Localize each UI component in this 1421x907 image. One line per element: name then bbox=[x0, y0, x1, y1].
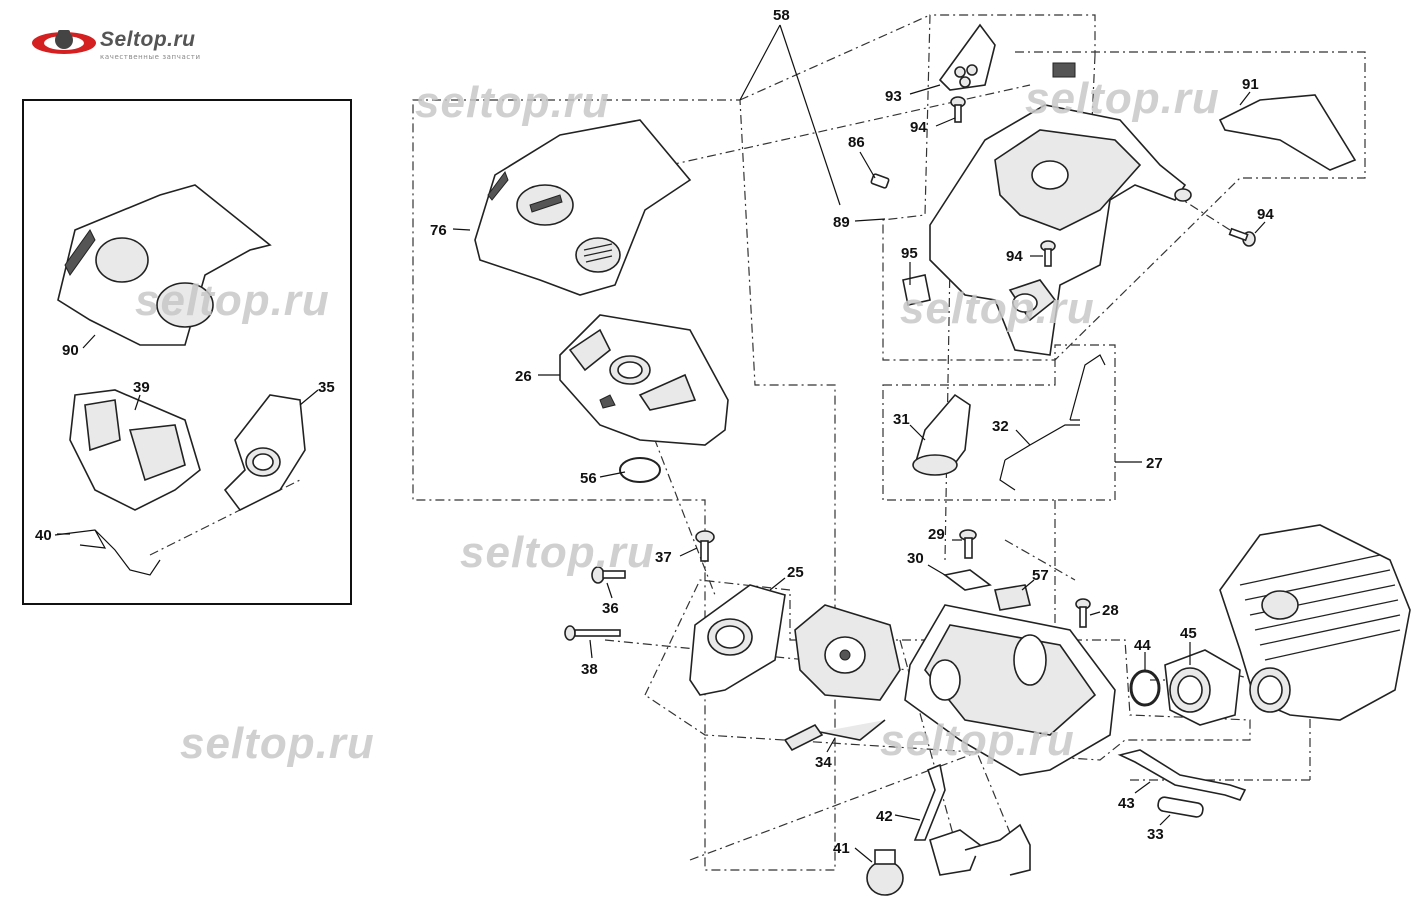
callout-44: 44 bbox=[1134, 637, 1151, 654]
part-cylinder[interactable] bbox=[1219, 524, 1411, 721]
part-39-filter-element[interactable] bbox=[69, 389, 201, 511]
part-56-o-ring[interactable] bbox=[619, 457, 661, 483]
callout-45: 45 bbox=[1180, 625, 1197, 642]
watermark: seltop.ru bbox=[460, 528, 655, 577]
part-38-bolt[interactable] bbox=[564, 625, 621, 641]
site-logo[interactable]: Seltop.ru качественные запчасти bbox=[30, 22, 260, 64]
callout-38: 38 bbox=[581, 661, 598, 678]
callout-31: 31 bbox=[893, 411, 910, 428]
part-33-hose-sleeve[interactable] bbox=[1157, 796, 1204, 818]
part-94-screw-mid[interactable] bbox=[1040, 240, 1056, 267]
callout-35: 35 bbox=[318, 379, 335, 396]
callout-27: 27 bbox=[1146, 455, 1163, 472]
callout-90: 90 bbox=[62, 342, 79, 359]
callout-94: 94 bbox=[1006, 248, 1023, 265]
part-40-wire-spring[interactable] bbox=[54, 529, 161, 576]
callout-labels: 58 93 91 94 86 89 94 94 95 76 26 56 90 3… bbox=[35, 7, 1274, 857]
callout-86: 86 bbox=[848, 134, 865, 151]
part-fuel-pump[interactable] bbox=[929, 823, 1031, 876]
part-43-fuel-hose[interactable] bbox=[1117, 749, 1247, 801]
callout-42: 42 bbox=[876, 808, 893, 825]
part-29-screw[interactable] bbox=[959, 529, 977, 559]
callout-58: 58 bbox=[773, 7, 790, 24]
watermark: seltop.ru bbox=[415, 78, 610, 127]
part-crankcase-housing[interactable] bbox=[904, 604, 1116, 776]
part-28-screw[interactable] bbox=[1075, 598, 1091, 628]
callout-91: 91 bbox=[1242, 76, 1259, 93]
part-45-intake-manifold[interactable] bbox=[1164, 649, 1241, 726]
watermark: seltop.ru bbox=[180, 719, 375, 768]
callout-93: 93 bbox=[885, 88, 902, 105]
part-93-bracket[interactable] bbox=[938, 23, 996, 91]
callout-34: 34 bbox=[815, 754, 832, 771]
callout-89: 89 bbox=[833, 214, 850, 231]
part-carburetor[interactable] bbox=[794, 604, 901, 701]
callout-40: 40 bbox=[35, 527, 52, 544]
callout-94: 94 bbox=[1257, 206, 1274, 223]
callout-leaders bbox=[57, 24, 1266, 863]
part-86-screw[interactable] bbox=[870, 173, 890, 189]
part-25-flange[interactable] bbox=[689, 584, 786, 696]
callout-95: 95 bbox=[901, 245, 918, 262]
callout-36: 36 bbox=[602, 600, 619, 617]
watermarks: seltop.ru seltop.ru seltop.ru seltop.ru … bbox=[135, 74, 1220, 768]
callout-76: 76 bbox=[430, 222, 447, 239]
logo-subtitle: качественные запчасти bbox=[100, 53, 201, 61]
watermark: seltop.ru bbox=[880, 716, 1075, 765]
part-41-primer-bulb[interactable] bbox=[866, 849, 904, 896]
part-44-ring[interactable] bbox=[1129, 669, 1161, 707]
part-89-top-cover[interactable] bbox=[929, 104, 1192, 356]
part-27-choke-rod[interactable] bbox=[1069, 354, 1106, 421]
callout-37: 37 bbox=[655, 549, 672, 566]
part-94-screw-right[interactable] bbox=[1228, 227, 1256, 247]
group-outline-air-filter bbox=[412, 99, 836, 871]
callout-28: 28 bbox=[1102, 602, 1119, 619]
group-outline-throttle bbox=[882, 344, 1116, 501]
callout-29: 29 bbox=[928, 526, 945, 543]
part-91-clip[interactable] bbox=[1052, 62, 1076, 78]
callout-56: 56 bbox=[580, 470, 597, 487]
fist-gear-icon bbox=[32, 30, 96, 54]
part-42-fuel-line[interactable] bbox=[913, 763, 946, 841]
callout-57: 57 bbox=[1032, 567, 1049, 584]
part-76-filter-cover[interactable] bbox=[474, 119, 692, 296]
part-31-throttle-lever[interactable] bbox=[912, 393, 971, 476]
part-90-cover-alt[interactable] bbox=[57, 184, 272, 346]
inset-frame bbox=[22, 99, 352, 605]
part-34-choke-lever[interactable] bbox=[783, 719, 886, 752]
callout-32: 32 bbox=[992, 418, 1009, 435]
part-91-shield[interactable] bbox=[1218, 94, 1357, 171]
part-57-grommet[interactable] bbox=[994, 584, 1031, 611]
watermark: seltop.ru bbox=[135, 276, 330, 325]
group-outline-top-cover bbox=[882, 14, 1366, 361]
callout-26: 26 bbox=[515, 368, 532, 385]
callout-33: 33 bbox=[1147, 826, 1164, 843]
callout-39: 39 bbox=[133, 379, 150, 396]
part-36-screw[interactable] bbox=[591, 566, 626, 584]
callout-25: 25 bbox=[787, 564, 804, 581]
watermark: seltop.ru bbox=[1025, 74, 1220, 123]
part-37-screw[interactable] bbox=[695, 530, 715, 562]
part-35-flange[interactable] bbox=[223, 394, 306, 512]
callout-43: 43 bbox=[1118, 795, 1135, 812]
part-26-filter-base[interactable] bbox=[559, 314, 729, 446]
callout-41: 41 bbox=[833, 840, 850, 857]
callout-30: 30 bbox=[907, 550, 924, 567]
part-30-clip[interactable] bbox=[943, 569, 992, 591]
callout-94: 94 bbox=[910, 119, 927, 136]
logo-title: Seltop.ru bbox=[100, 28, 196, 51]
watermark: seltop.ru bbox=[900, 284, 1095, 333]
part-32-throttle-rod[interactable] bbox=[999, 424, 1080, 491]
part-94-screw-top[interactable] bbox=[950, 96, 966, 123]
